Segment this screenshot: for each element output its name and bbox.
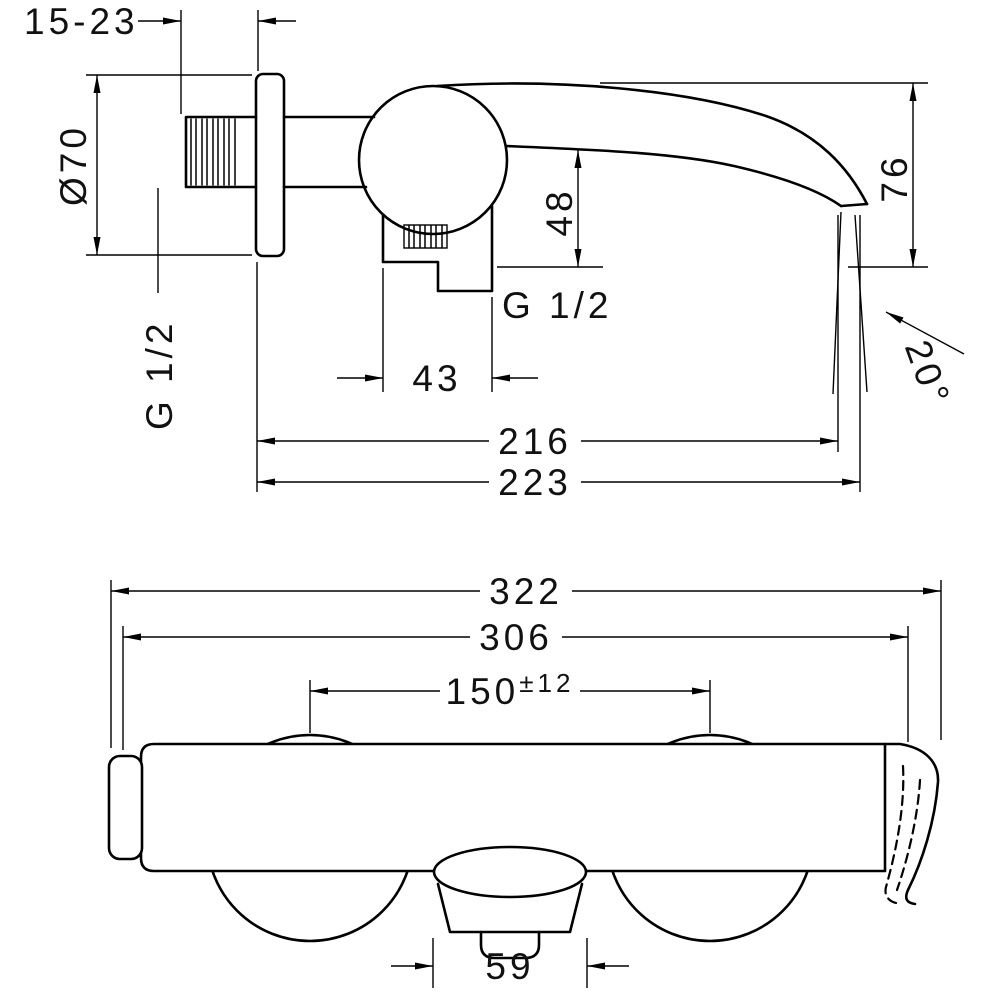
- mixer-body-profile: [282, 84, 509, 293]
- dim-wall-range-label: 15-23: [24, 1, 139, 42]
- inlet-pipe: [184, 115, 258, 189]
- dim-spout-clearance: 48: [497, 150, 603, 268]
- dim-overall-width: 322: [110, 571, 942, 748]
- dim-outlet-drop-label: 76: [874, 153, 915, 202]
- dim-lower-body-width: 43: [337, 268, 538, 399]
- thread-hatch-outlet: [403, 224, 448, 249]
- spout-front: [883, 742, 940, 906]
- dim-flange-diameter: Ø70: [53, 74, 252, 256]
- label-inlet-thread-text: G 1/2: [139, 320, 180, 431]
- handle-hub-circle: [357, 84, 509, 236]
- front-view: 322 306 150±12 59: [107, 571, 942, 988]
- aerator: [479, 930, 541, 960]
- spout-profile: [435, 82, 869, 208]
- wall-flange: [254, 72, 286, 258]
- lower-body-outline: [381, 204, 494, 293]
- dim-outlet-drop: 76: [600, 82, 928, 268]
- dim-flange-diameter-label: Ø70: [53, 124, 94, 206]
- dim-wall-range: 15-23: [24, 1, 296, 114]
- dim-outlet-width: 59: [391, 938, 629, 988]
- side-view: 15-23 Ø70 G 1/2 48 76 G 1/2: [24, 1, 965, 503]
- spout-outlet-front: [432, 845, 588, 960]
- label-bottom-thread-text: G 1/2: [502, 285, 613, 326]
- dim-spout-reach: 216: [256, 215, 839, 492]
- outlet-ellipse: [432, 845, 588, 899]
- handle-end-cap: [107, 754, 144, 861]
- dim-overall-depth: 223: [257, 215, 861, 503]
- dim-overall-depth-label: 223: [498, 462, 572, 503]
- dim-spout-angle: 20°: [832, 211, 965, 413]
- dim-lower-body-width-label: 43: [412, 358, 461, 399]
- dim-body-width-label: 306: [479, 617, 553, 658]
- thread-hatch-inlet: [190, 118, 236, 186]
- dim-body-width: 306: [122, 617, 909, 750]
- dim-hose-centers-label: 150±12: [446, 668, 575, 712]
- dim-overall-width-label: 322: [489, 571, 563, 612]
- dim-spout-reach-label: 216: [498, 421, 572, 462]
- dim-outlet-width-label: 59: [485, 946, 534, 987]
- dim-hose-centers: 150±12: [309, 668, 711, 733]
- faucet-body-bar: [139, 742, 887, 873]
- dim-spout-clearance-label: 48: [539, 187, 580, 236]
- label-inlet-thread: G 1/2: [139, 188, 180, 430]
